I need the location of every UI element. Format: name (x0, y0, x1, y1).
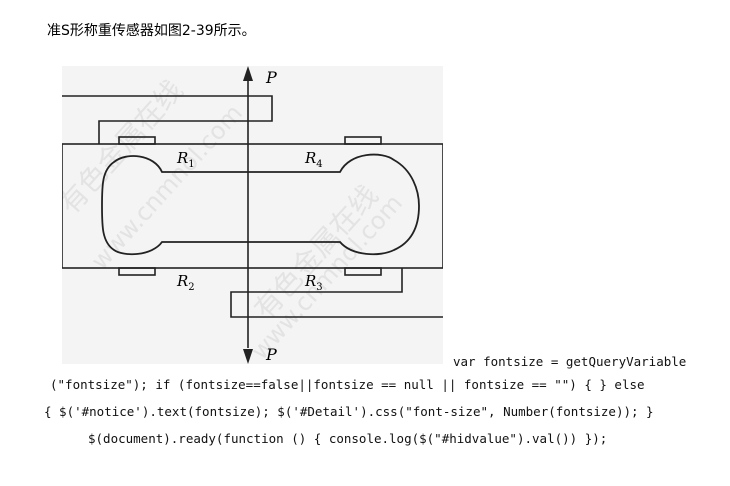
arrow-up (243, 66, 253, 81)
strain-gauge-r1 (118, 136, 156, 145)
force-label-top: P (265, 68, 277, 87)
code-line-3: { $('#notice').text(fontsize); $('#Detai… (44, 404, 654, 419)
lower-bracket (230, 268, 443, 318)
code-line-4: $(document).ready(function () { console.… (88, 431, 608, 446)
figure-background (62, 66, 443, 364)
upper-bracket (62, 95, 273, 144)
label-r2: R2 (176, 272, 195, 293)
strain-gauge-r3 (344, 267, 382, 276)
label-r3: R3 (304, 272, 323, 293)
arrow-down (243, 349, 253, 364)
label-r1: R1 (176, 149, 195, 170)
strain-gauge-r4 (344, 136, 382, 145)
code-line-2: ("fontsize"); if (fontsize==false||fonts… (50, 377, 645, 392)
intro-text: 准S形称重传感器如图2-39所示。 (47, 23, 256, 39)
force-label-bottom: P (265, 345, 277, 364)
dumbbell-cutout (101, 153, 420, 256)
strain-gauge-r2 (118, 267, 156, 276)
label-r4: R4 (304, 149, 323, 170)
code-line-1: var fontsize = getQueryVariable (453, 354, 687, 369)
load-cell-diagram: 有色金属在线 www.cnmnol.com 有色金属在线 www.cnmnol.… (62, 66, 443, 364)
load-cell-figure: 有色金属在线 www.cnmnol.com 有色金属在线 www.cnmnol.… (62, 66, 443, 364)
elastic-body (62, 143, 443, 269)
